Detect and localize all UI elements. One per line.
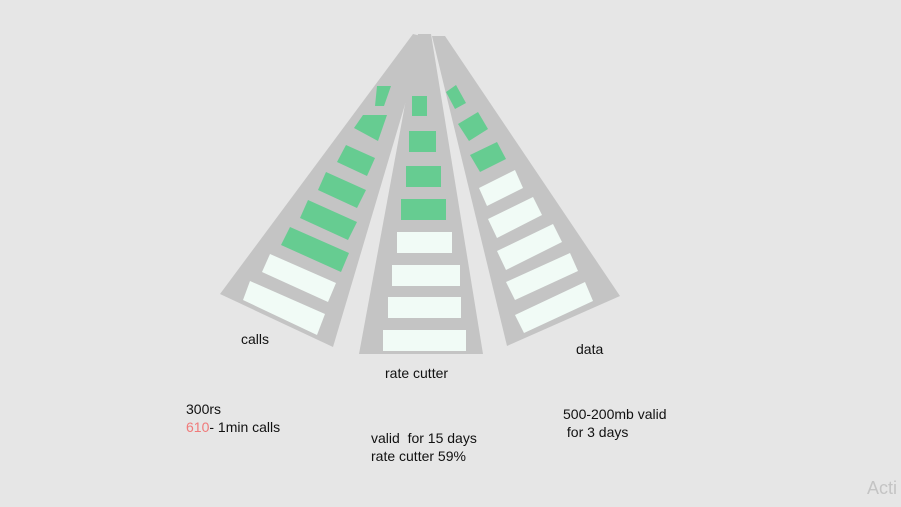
- filled-bar: [458, 112, 488, 141]
- rate-cutter-note: valid for 15 days rate cutter 59%: [371, 429, 477, 465]
- empty-bar: [383, 330, 466, 351]
- filled-bar: [401, 199, 446, 220]
- empty-bar: [497, 224, 562, 270]
- empty-bar: [397, 232, 452, 253]
- empty-bar: [262, 254, 336, 302]
- empty-bar: [392, 265, 460, 286]
- empty-bar: [488, 197, 542, 238]
- calls-price: 300rs: [186, 401, 222, 417]
- filled-bar: [446, 85, 466, 109]
- empty-bar: [515, 282, 593, 333]
- filled-bar: [470, 142, 506, 172]
- filled-bar: [354, 115, 387, 141]
- filled-bar: [375, 86, 391, 106]
- track-calls: [220, 34, 425, 347]
- track-rate-cutter: [359, 34, 483, 354]
- empty-bar: [388, 297, 461, 318]
- data-note: 500-200mb valid for 3 days: [563, 405, 667, 441]
- calls-note: 300rs 610- 1min calls: [186, 400, 280, 436]
- rate-cutter-label: rate cutter: [385, 365, 449, 381]
- empty-bar: [243, 281, 325, 335]
- empty-bar: [479, 170, 523, 206]
- data-amount: 500-200mb valid: [563, 406, 667, 422]
- rate-percentage: rate cutter 59%: [371, 448, 466, 464]
- filled-bar: [300, 200, 357, 240]
- filled-bar: [318, 172, 366, 208]
- filled-bar: [406, 166, 441, 187]
- calls-label: calls: [241, 331, 270, 347]
- calls-highlight-value: 610: [186, 419, 210, 435]
- rate-validity: valid for 15 days: [371, 430, 477, 446]
- data-label: data: [576, 341, 604, 357]
- data-validity: for 3 days: [563, 424, 629, 440]
- track-data: [432, 36, 620, 346]
- filled-bar: [337, 145, 375, 176]
- watermark-text: Acti: [867, 478, 898, 498]
- filled-bar: [409, 131, 436, 152]
- calls-detail: - 1min calls: [209, 419, 281, 435]
- empty-bar: [506, 253, 578, 300]
- filled-bar: [412, 96, 427, 116]
- filled-bar: [281, 227, 349, 272]
